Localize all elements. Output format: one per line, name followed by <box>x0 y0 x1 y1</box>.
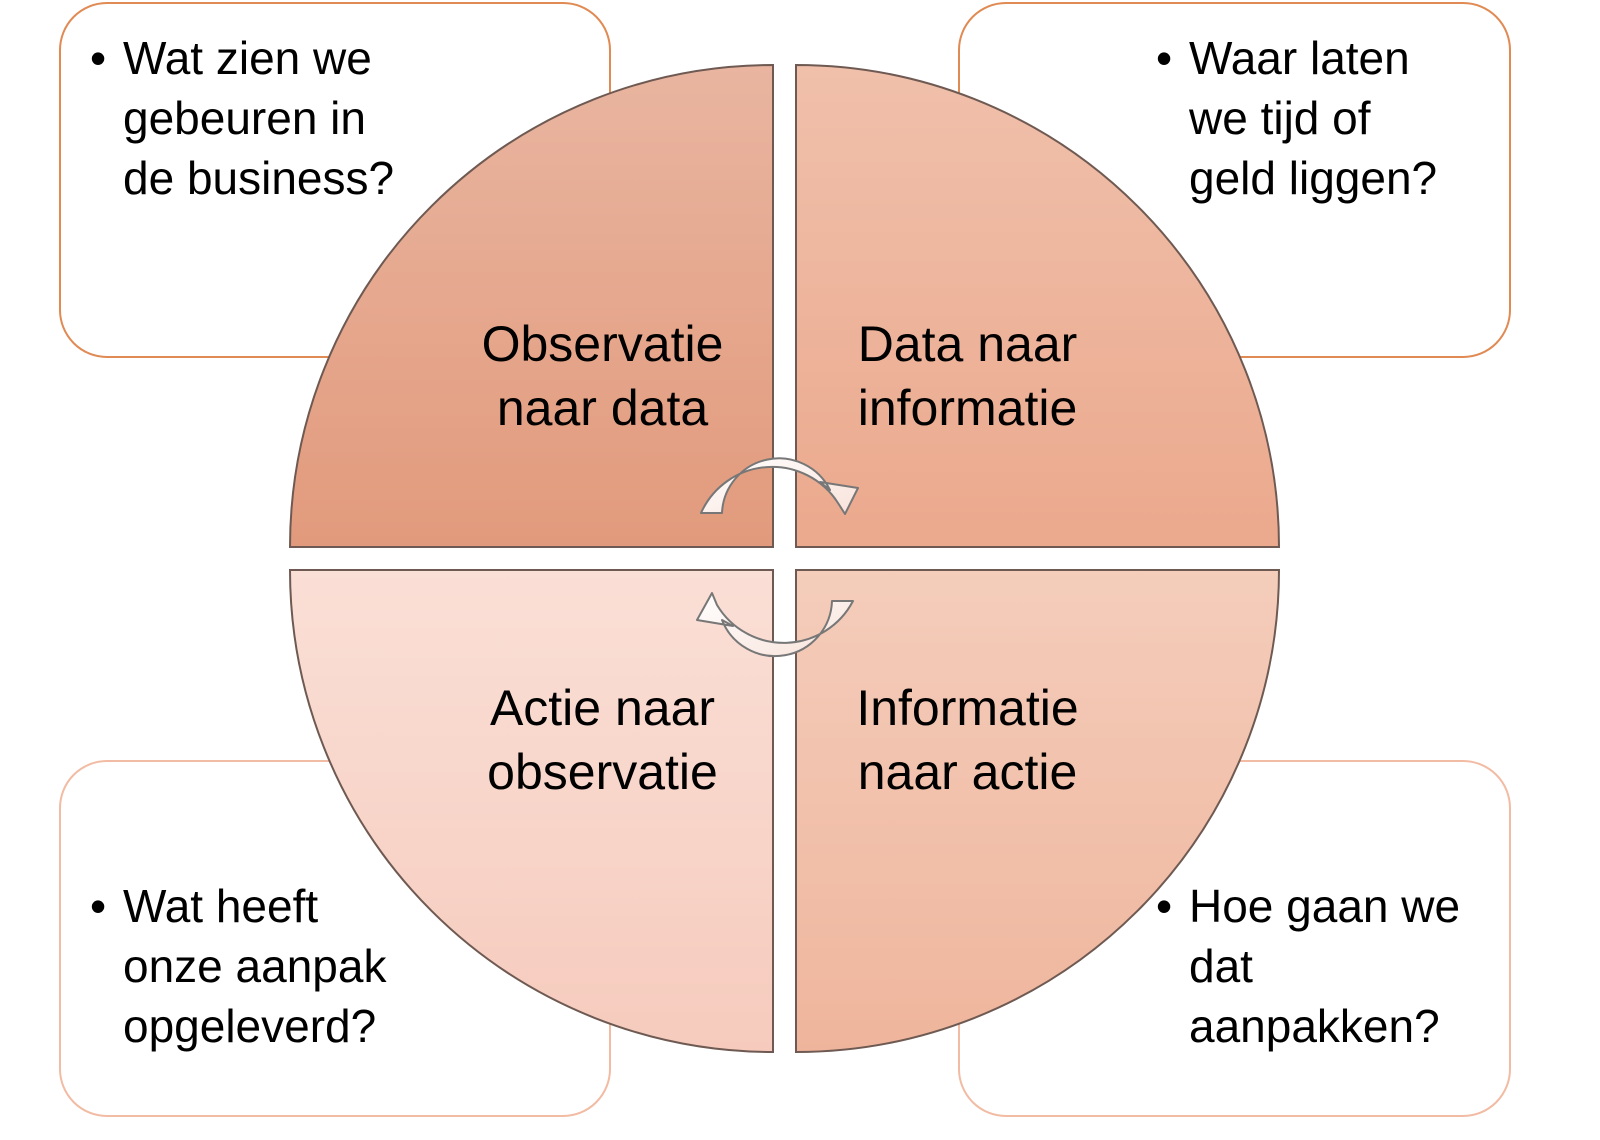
quadrant-top-left <box>288 63 774 548</box>
quadrant-top-right <box>795 63 1281 548</box>
box-text-bottom-right: Hoe gaan we dat aanpakken? <box>1189 880 1461 1052</box>
quadrant-label-bottom-left: Actie naar observatie <box>487 680 718 800</box>
box-text-top-left: Wat zien we gebeuren in de business? <box>123 32 395 204</box>
bullet-icon: • <box>90 32 107 84</box>
quadrant-label-top-right: Data naar informatie <box>857 316 1078 436</box>
box-text-top-right: Waar laten we tijd of geld liggen? <box>1189 32 1438 204</box>
quadrant-label-bottom-right: Informatie naar actie <box>856 680 1079 800</box>
quadrant-bottom-right <box>795 569 1281 1054</box>
bullet-icon: • <box>1156 880 1173 932</box>
box-text-bottom-left: Wat heeft onze aanpak opgeleverd? <box>123 880 387 1052</box>
bullet-icon: • <box>90 880 107 932</box>
quadrant-bottom-left <box>288 569 774 1054</box>
arrow-top-icon <box>700 457 859 515</box>
bullet-icon: • <box>1156 32 1173 84</box>
quadrant-label-top-left: Observatie naar data <box>481 316 724 436</box>
arrow-bottom-icon <box>696 592 854 658</box>
